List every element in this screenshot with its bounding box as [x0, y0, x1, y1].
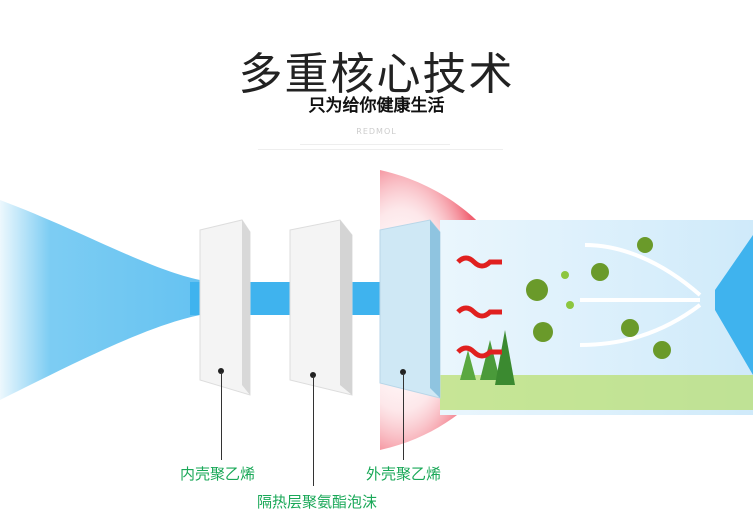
label-outer-shell: 外壳聚乙烯 [366, 465, 442, 483]
brand-watermark: REDMOL [356, 127, 397, 136]
grass [440, 375, 753, 410]
pointer-dot-insulation [310, 372, 316, 378]
pointer-line-insulation [313, 376, 314, 486]
pointer-dot-inner [218, 368, 224, 374]
fine-print-line [300, 144, 450, 145]
label-inner-shell: 内壳聚乙烯 [180, 465, 256, 483]
fine-print-line [258, 149, 503, 150]
panel-inner-shell [199, 219, 251, 396]
pointer-line-outer [403, 373, 404, 460]
airflow-arrow-right [715, 235, 753, 375]
flow-arrows [579, 243, 702, 347]
airflow-left [0, 200, 200, 400]
panel-outer-shell [379, 219, 441, 399]
heat-arrows [456, 255, 502, 359]
pointer-line-inner [221, 372, 222, 460]
bacteria [526, 237, 671, 359]
pointer-dot-outer [400, 369, 406, 375]
trees [460, 330, 515, 385]
label-insulation: 隔热层聚氨酯泡沫 [257, 493, 378, 511]
panel-insulation [289, 219, 353, 396]
page-title: 多重核心技术 [238, 49, 515, 100]
page-subtitle: 只为给你健康生活 [308, 96, 445, 116]
